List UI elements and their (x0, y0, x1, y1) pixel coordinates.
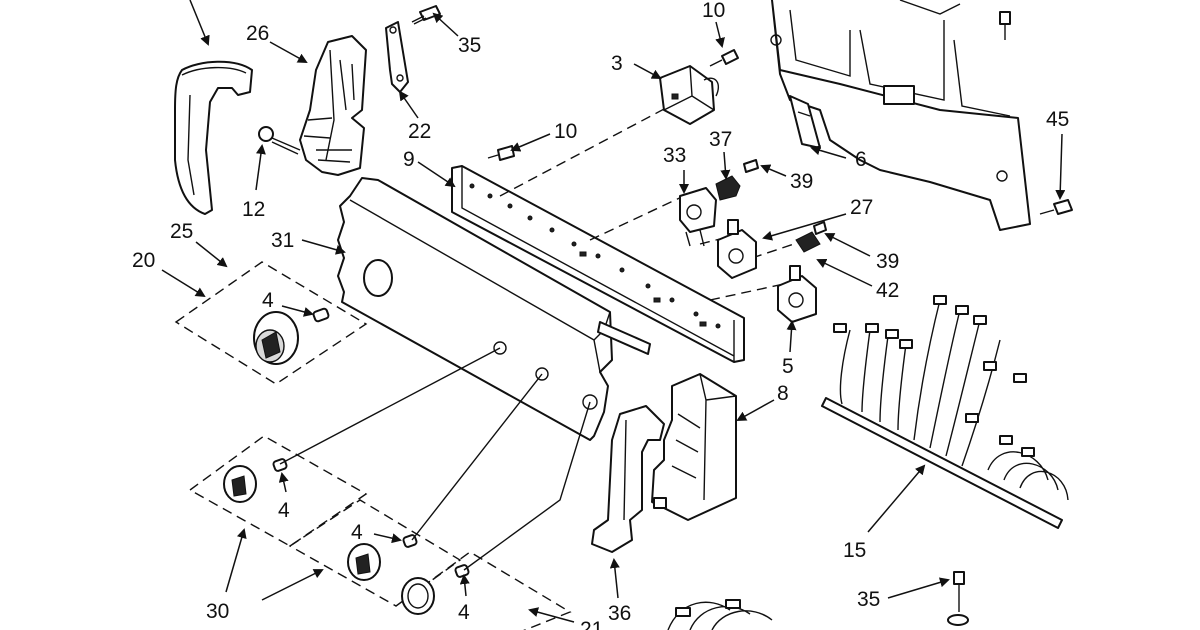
callout-label: 10 (554, 120, 577, 143)
part-45-screw (1039, 199, 1073, 215)
callout-label: 39 (790, 170, 813, 193)
callout-label: 37 (709, 128, 732, 151)
part-27-switch (717, 219, 757, 279)
part-end-cap-left (174, 60, 253, 215)
assembly-lines (279, 347, 591, 571)
callout-label: 31 (271, 229, 294, 252)
part-4-clip-left (312, 307, 330, 323)
leader-offscreen (189, 0, 210, 46)
part-22-strap (385, 21, 409, 93)
callout-label: 35 (857, 588, 880, 611)
callout-label: 3 (611, 52, 623, 75)
part-39-screw-a (743, 159, 759, 173)
callout-label: 12 (242, 198, 265, 221)
part-8-end-cap (651, 373, 737, 521)
callout-label: 4 (278, 499, 290, 522)
part-5-switch (777, 265, 817, 323)
callout-label: 26 (246, 22, 269, 45)
part-knob-round (401, 577, 435, 615)
part-bottom-harness (667, 599, 773, 630)
part-10-screw-top (709, 49, 739, 67)
callout-label: 39 (876, 250, 899, 273)
callout-label: 9 (403, 148, 415, 171)
part-36-end-cap (591, 405, 665, 553)
leader-lines (161, 12, 1066, 623)
part-31-console (337, 177, 651, 441)
callout-label: 8 (777, 382, 789, 405)
part-knob-middle (223, 465, 257, 503)
callout-label: 22 (408, 120, 431, 143)
callout-label: 36 (608, 602, 631, 625)
part-37-cap (715, 175, 741, 201)
part-10-screw-mid (487, 145, 515, 161)
callout-label: 27 (850, 196, 873, 219)
part-screw-top-right (999, 11, 1011, 40)
callout-label: 4 (458, 601, 470, 624)
part-35-screw-bottom (947, 571, 969, 626)
callout-label: 25 (170, 220, 193, 243)
part-9-rail (451, 165, 745, 363)
part-33-switch (679, 187, 717, 247)
callout-label: 4 (351, 521, 363, 544)
callout-label: 10 (702, 0, 725, 22)
callout-label: 35 (458, 34, 481, 57)
part-knob-left (253, 311, 299, 365)
callout-label: 20 (132, 249, 155, 272)
callout-label: 4 (262, 289, 274, 312)
part-knob-lower (347, 543, 381, 581)
part-4-clip-lower-b (454, 564, 470, 578)
callout-labels: 26 35 10 3 10 9 33 37 39 22 12 25 31 20 … (132, 0, 1069, 630)
dashed-box-21 (288, 499, 572, 630)
part-15-wire-harness (821, 295, 1069, 529)
callout-label: 15 (843, 539, 866, 562)
dashed-box-30 (188, 435, 368, 547)
dashed-box-20 (174, 261, 368, 385)
part-4-clip-middle (272, 458, 288, 472)
callout-label: 45 (1046, 108, 1069, 131)
part-3-switch (659, 65, 720, 125)
part-42-bracket (795, 221, 827, 253)
callout-label: 42 (876, 279, 899, 302)
callout-label: 33 (663, 144, 686, 167)
callout-label: 21 (580, 618, 603, 630)
part-12-screw (258, 126, 301, 155)
callout-label: 30 (206, 600, 229, 623)
part-26-bracket (299, 35, 367, 176)
callout-label: 6 (855, 148, 867, 171)
callout-label: 5 (782, 355, 794, 378)
